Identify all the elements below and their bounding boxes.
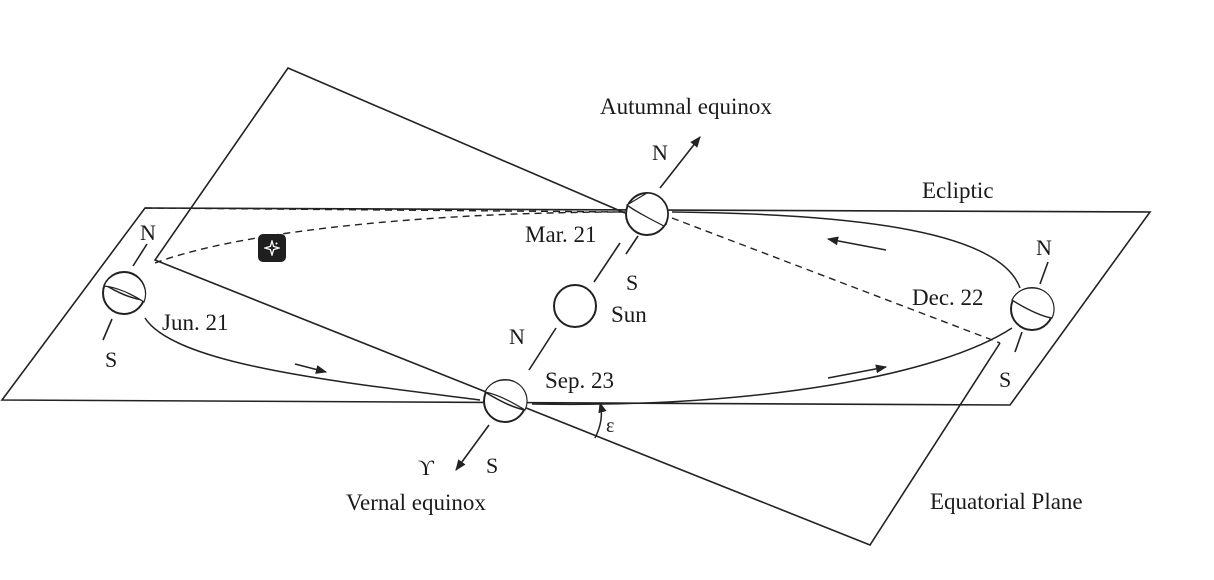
- orbit-direction-arrow: [826, 236, 887, 251]
- earth-axis-line: [659, 136, 701, 189]
- equatorial-plane-label: Equatorial Plane: [930, 489, 1083, 514]
- cropped-caption-text: [60, 540, 1160, 580]
- south-pole-label: S: [999, 367, 1011, 392]
- earth-axis-line: [1014, 331, 1023, 353]
- dec-22-label: Dec. 22: [912, 285, 984, 310]
- earth-axis-line: [593, 242, 621, 283]
- earth-night-shade: [484, 379, 528, 411]
- south-pole-label: S: [626, 270, 638, 295]
- orbit-direction-arrow: [294, 363, 328, 374]
- earth-axis-line: [1039, 261, 1049, 285]
- earth-axis-line: [528, 327, 557, 371]
- orbit-mar-to-dec: [671, 211, 1021, 289]
- mar-21-label: Mar. 21: [525, 222, 597, 247]
- north-pole-label: N: [652, 140, 668, 165]
- jun-21-label: Jun. 21: [162, 310, 228, 335]
- dashed-plane-edge-left: [144, 207, 626, 213]
- autumnal-equinox-label: Autumnal equinox: [600, 94, 772, 119]
- sun-label: Sun: [611, 302, 647, 327]
- earth-equator-band: [484, 391, 526, 411]
- earth-night-shade: [103, 271, 147, 303]
- earth-axis-line: [455, 424, 490, 471]
- north-pole-label: N: [509, 324, 525, 349]
- north-pole-label: N: [1036, 235, 1052, 260]
- dashed-plane-edge-right: [671, 217, 1001, 344]
- orbit-sep-to-dec: [531, 327, 1013, 406]
- earth-axis-line: [132, 243, 148, 267]
- epsilon-label: ε: [606, 415, 614, 437]
- ecliptic-plane: [0, 207, 1152, 406]
- aries-symbol: ϒ: [418, 455, 435, 480]
- south-pole-label: S: [105, 347, 117, 372]
- ecliptic-diagram: Autumnal equinox Ecliptic Mar. 21 Jun. 2…: [0, 67, 1152, 546]
- earth-axis-line: [625, 235, 639, 255]
- sun: [553, 284, 597, 328]
- vernal-equinox-label: Vernal equinox: [346, 490, 486, 515]
- orbit-direction-arrow: [827, 364, 888, 379]
- sparkle-icon[interactable]: [258, 234, 286, 262]
- dashed-orbit-back: [154, 211, 626, 264]
- obliquity-angle-arc: [594, 401, 607, 439]
- earth-night-shade: [1011, 287, 1055, 319]
- sep-23-label: Sep. 23: [545, 368, 614, 393]
- north-pole-label: N: [140, 220, 156, 245]
- earth-axis-line: [102, 318, 113, 341]
- orbit-jun-to-sep: [144, 317, 481, 401]
- south-pole-label: S: [486, 453, 498, 478]
- ecliptic-label: Ecliptic: [922, 178, 994, 203]
- earth-night-shade: [625, 192, 669, 227]
- equatorial-plane: [153, 67, 1001, 546]
